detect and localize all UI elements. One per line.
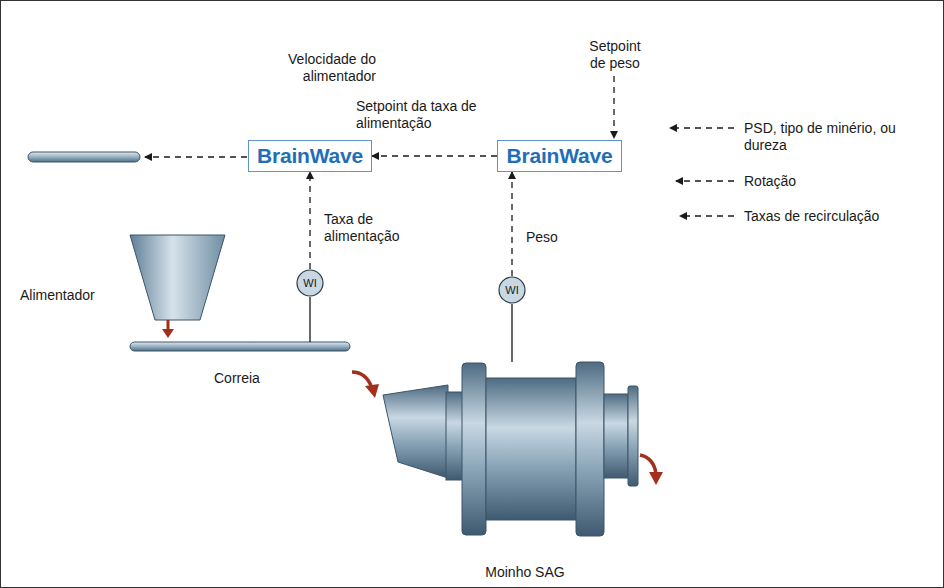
weight-indicator: WI: [498, 276, 526, 304]
signal-label: Rotação: [744, 173, 864, 190]
controller-box: BrainWave: [248, 140, 372, 172]
sag-mill: [383, 362, 638, 536]
signal-label: PSD, tipo de minério, ou dureza: [744, 120, 904, 154]
connector-label: Peso: [526, 229, 586, 246]
controller-box: BrainWave: [497, 140, 622, 172]
controller-name: BrainWave: [507, 144, 613, 168]
flow-arrow: [167, 320, 170, 330]
connector-label: Taxa de alimentação: [324, 211, 424, 245]
instrument-tag: WI: [303, 277, 316, 289]
signal-label: Alimentador: [20, 287, 120, 304]
signal-connector: [372, 155, 497, 156]
signal-label: Correia: [214, 370, 294, 387]
flow-arrow-head: [649, 472, 663, 485]
signal-label: Moinho SAG: [470, 564, 580, 581]
signal-label: Velocidade do alimentador: [270, 51, 376, 85]
signal-arrow: [680, 215, 734, 216]
controller-name: BrainWave: [257, 144, 363, 168]
signal-label: Setpoint de peso: [580, 38, 650, 72]
sensor-wire: [511, 304, 512, 362]
weight-indicator: WI: [296, 269, 324, 297]
signal-arrow: [676, 180, 734, 181]
signal-label: Taxas de recirculação: [744, 208, 914, 225]
flow-arrow-head: [162, 329, 174, 338]
sensor-wire: [309, 297, 310, 342]
flow-arrow: [640, 455, 656, 474]
instrument-tag: WI: [505, 284, 518, 296]
conveyor-belt: [130, 342, 350, 351]
feeder-shaft: [28, 152, 140, 162]
signal-arrow: [613, 76, 614, 138]
flow-arrow-head: [365, 384, 379, 398]
signal-connector: [511, 172, 512, 276]
signal-arrow: [670, 127, 734, 128]
signal-arrow: [145, 156, 247, 157]
signal-connector: [309, 172, 310, 269]
connector-label: Setpoint da taxa de alimentação: [356, 98, 496, 132]
feeder-hopper: [130, 235, 225, 320]
